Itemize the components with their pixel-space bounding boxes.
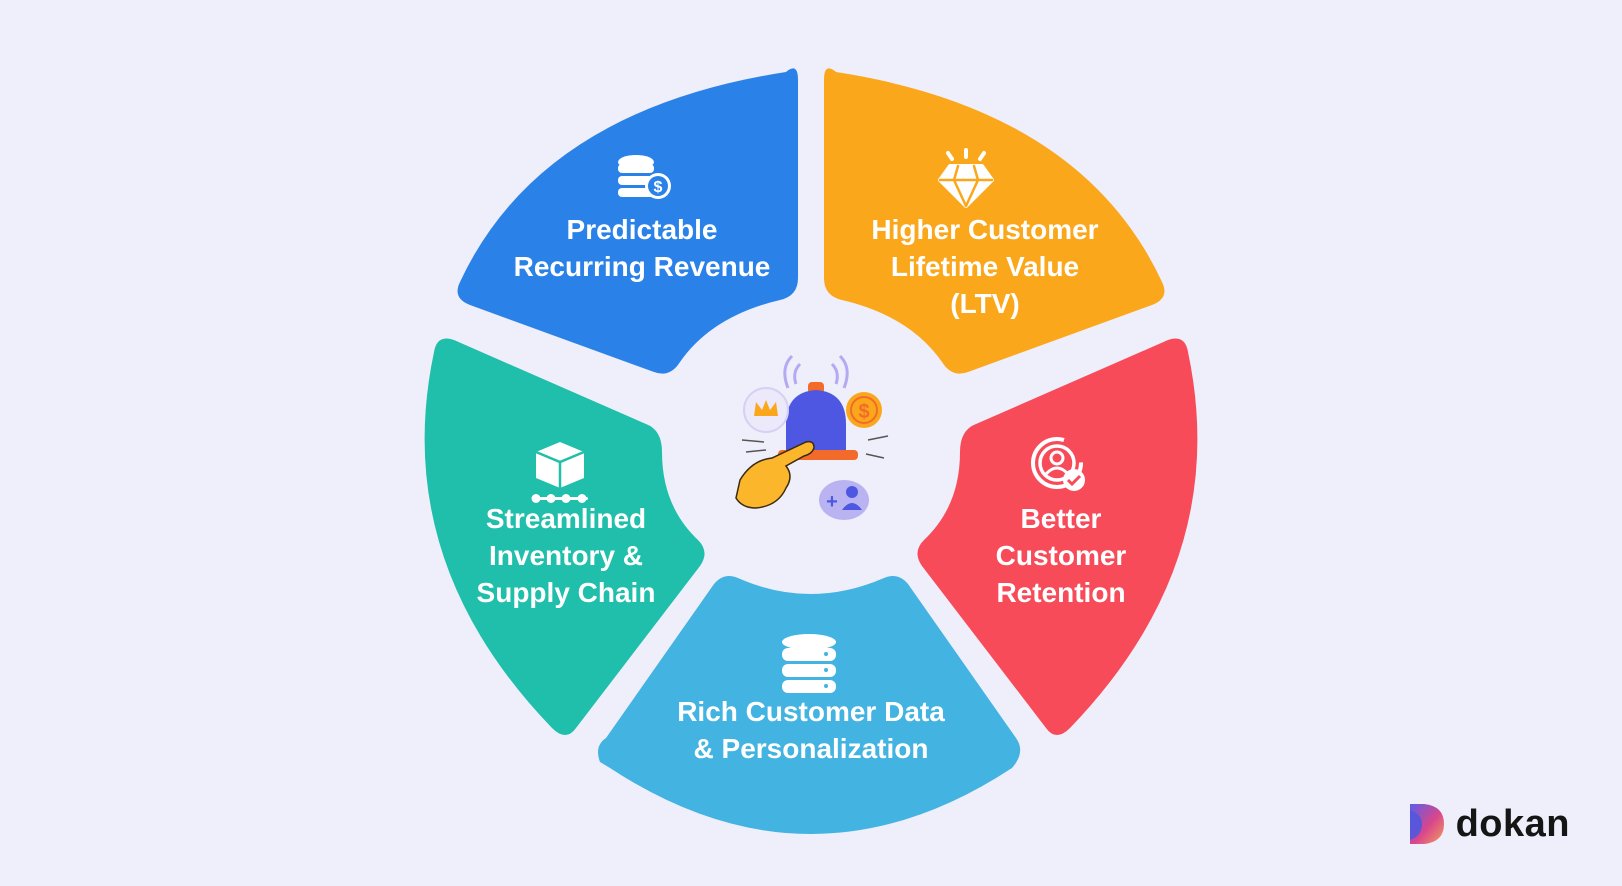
segment-label-line-1: Predictable	[567, 214, 718, 245]
segment-label-line-1: Better	[1021, 503, 1102, 534]
segment-shape	[424, 338, 705, 735]
segment-shape	[457, 68, 798, 374]
segment-shape	[824, 68, 1165, 374]
customer-retention-icon	[1031, 437, 1085, 491]
svg-text:$: $	[858, 401, 869, 423]
segment-label-line-2: Recurring Revenue	[514, 251, 771, 282]
svg-text:+: +	[826, 491, 838, 513]
diamond-icon	[938, 148, 994, 208]
dokan-logo-icon	[1409, 804, 1444, 844]
segment-higher-customer-lifetime-value: Higher Customer Lifetime Value (LTV)	[824, 68, 1165, 374]
dokan-brand: dokan	[1408, 802, 1570, 846]
segment-better-customer-retention: Better Customer Retention	[917, 338, 1198, 735]
segment-label-line-3: Retention	[996, 577, 1125, 608]
segment-label-line-3: Supply Chain	[477, 577, 656, 608]
segment-label-line-2: Inventory &	[489, 540, 643, 571]
notification-bell-icon: $ +	[735, 354, 889, 520]
segment-shape	[917, 338, 1198, 735]
coins-dollar-icon: $	[618, 155, 671, 199]
segment-label-line-2: & Personalization	[694, 733, 929, 764]
segment-streamlined-inventory: Streamlined Inventory & Supply Chain	[424, 338, 705, 735]
segment-label-line-3: (LTV)	[950, 288, 1019, 319]
box-supply-chain-icon	[531, 442, 588, 503]
dokan-wordmark: dokan	[1455, 802, 1570, 845]
segment-label-line-1: Higher Customer	[871, 214, 1098, 245]
segment-label-line-1: Streamlined	[486, 503, 646, 534]
segment-rich-customer-data: Rich Customer Data & Personalization	[598, 576, 1021, 834]
segment-label-line-2: Customer	[996, 540, 1127, 571]
segment-shape	[598, 576, 1021, 834]
database-icon	[782, 634, 836, 693]
segment-label-line-2: Lifetime Value	[891, 251, 1079, 282]
segment-predictable-recurring-revenue: $ Predictable Recurring Revenue	[457, 68, 798, 374]
segment-label-line-1: Rich Customer Data	[677, 696, 945, 727]
svg-text:$: $	[654, 179, 663, 196]
